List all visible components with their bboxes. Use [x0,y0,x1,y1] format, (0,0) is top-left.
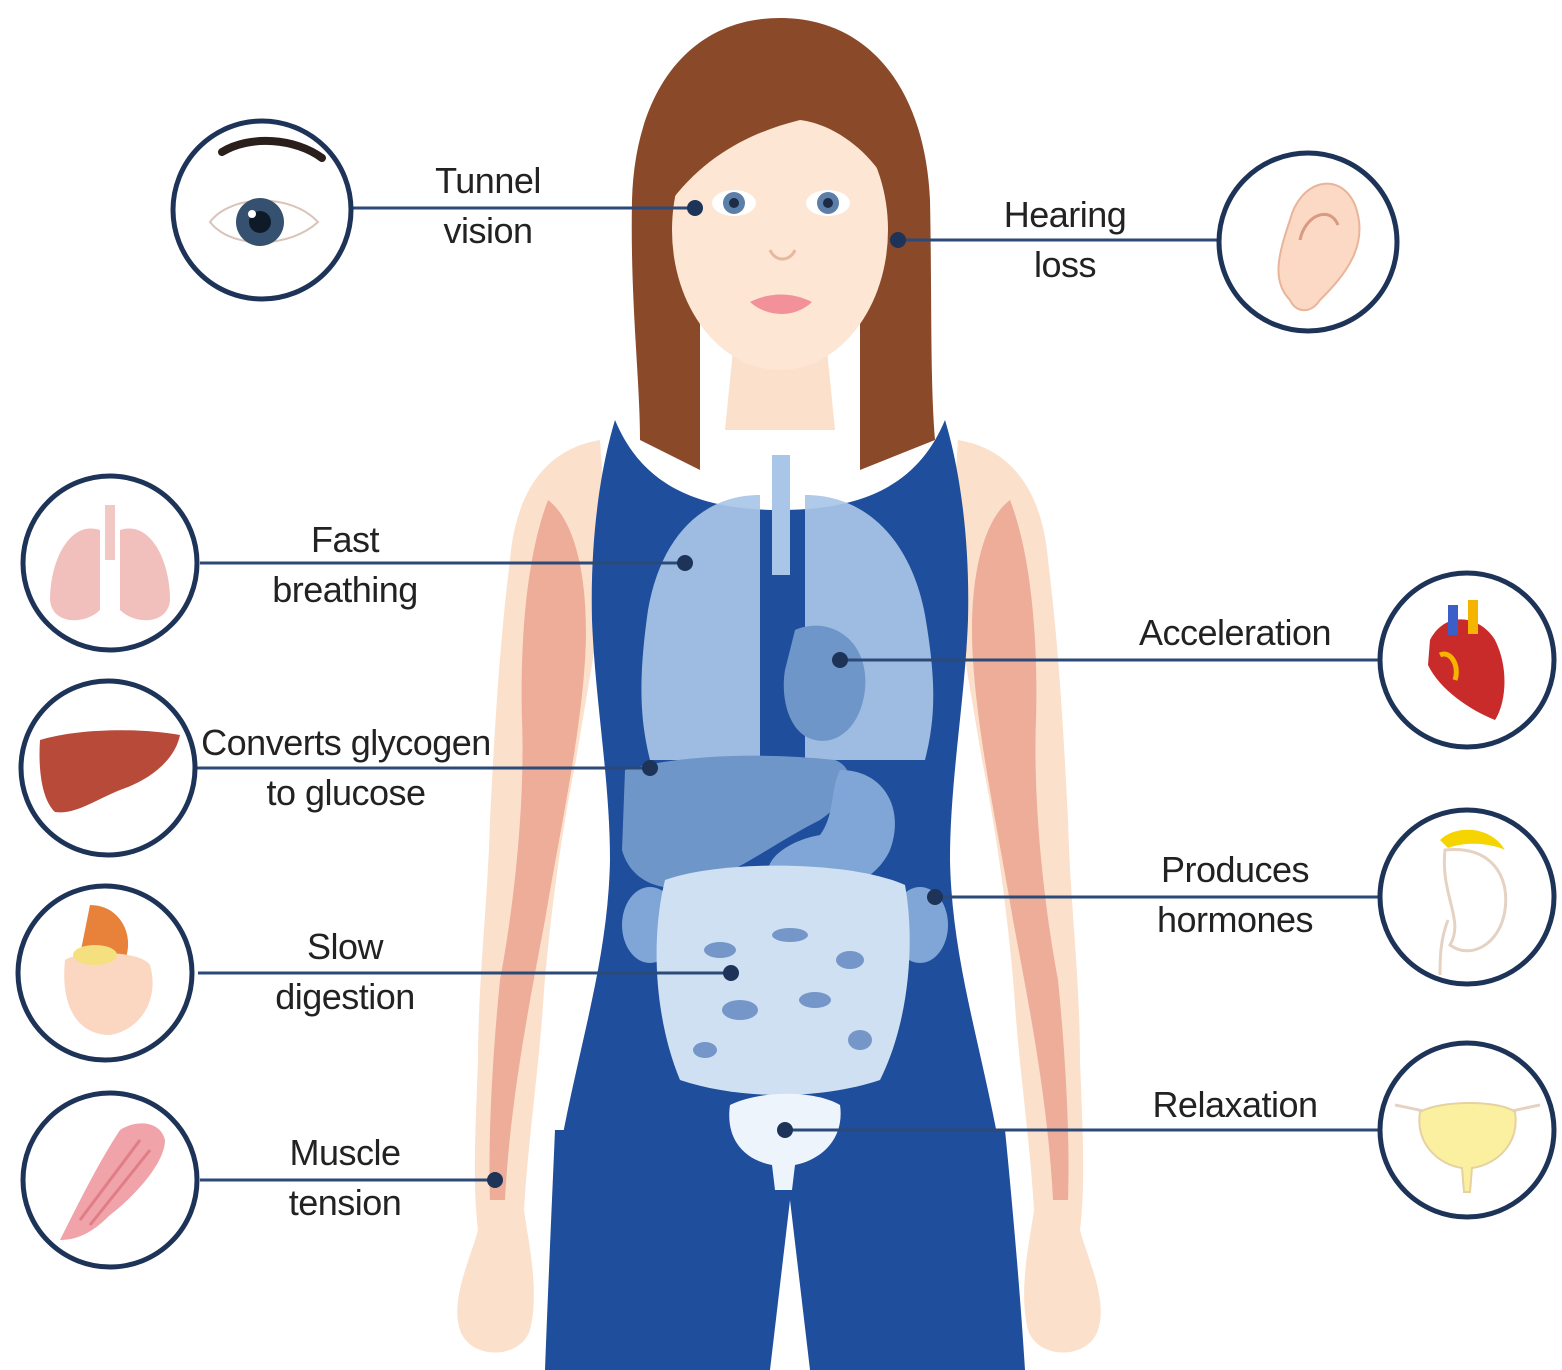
label-hearing-loss-line1: Hearing [965,190,1165,240]
label-slow-digestion-line1: Slow [245,922,445,972]
label-slow-digestion: Slow digestion [245,922,445,1022]
label-converts-glycogen-line2: to glucose [196,768,496,818]
dot-fast-breathing [677,555,693,571]
label-acceleration-line1: Acceleration [1120,608,1350,658]
liver-icon [21,681,195,855]
label-muscle-tension-line1: Muscle [245,1128,445,1178]
stomach-intestine-icon [18,886,192,1060]
lungs-icon [23,476,197,650]
label-tunnel-vision: Tunnel vision [388,156,588,256]
dot-slow-digestion [723,965,739,981]
heart-icon [1380,573,1554,747]
eye-icon [173,121,351,299]
label-acceleration: Acceleration [1120,608,1350,658]
label-relaxation: Relaxation [1135,1080,1335,1130]
label-slow-digestion-line2: digestion [245,972,445,1022]
label-relaxation-line1: Relaxation [1135,1080,1335,1130]
dot-hearing-loss [890,232,906,248]
label-tunnel-vision-line1: Tunnel [388,156,588,206]
label-converts-glycogen: Converts glycogen to glucose [196,718,496,818]
label-fast-breathing: Fast breathing [240,515,450,615]
intestines [657,866,910,1095]
ear-icon [1219,153,1397,331]
dot-tunnel-vision [687,200,703,216]
label-tunnel-vision-line2: vision [388,206,588,256]
left-pupil [729,198,739,208]
label-hearing-loss-line2: loss [965,240,1165,290]
label-fast-breathing-line2: breathing [240,565,450,615]
label-fast-breathing-line1: Fast [240,515,450,565]
kidney-icon [1380,810,1554,984]
label-muscle-tension: Muscle tension [245,1128,445,1228]
label-converts-glycogen-line1: Converts glycogen [196,718,496,768]
label-muscle-tension-line2: tension [245,1178,445,1228]
label-produces-hormones-line2: hormones [1125,895,1345,945]
trachea [772,455,790,575]
dot-muscle-tension [487,1172,503,1188]
muscle-icon [23,1093,197,1267]
dot-converts-glycogen [642,760,658,776]
label-produces-hormones: Produces hormones [1125,845,1345,945]
right-pupil [823,198,833,208]
bladder-icon [1380,1043,1554,1217]
label-hearing-loss: Hearing loss [965,190,1165,290]
dot-produces-hormones [927,889,943,905]
dot-relaxation [777,1122,793,1138]
label-produces-hormones-line1: Produces [1125,845,1345,895]
dot-acceleration [832,652,848,668]
